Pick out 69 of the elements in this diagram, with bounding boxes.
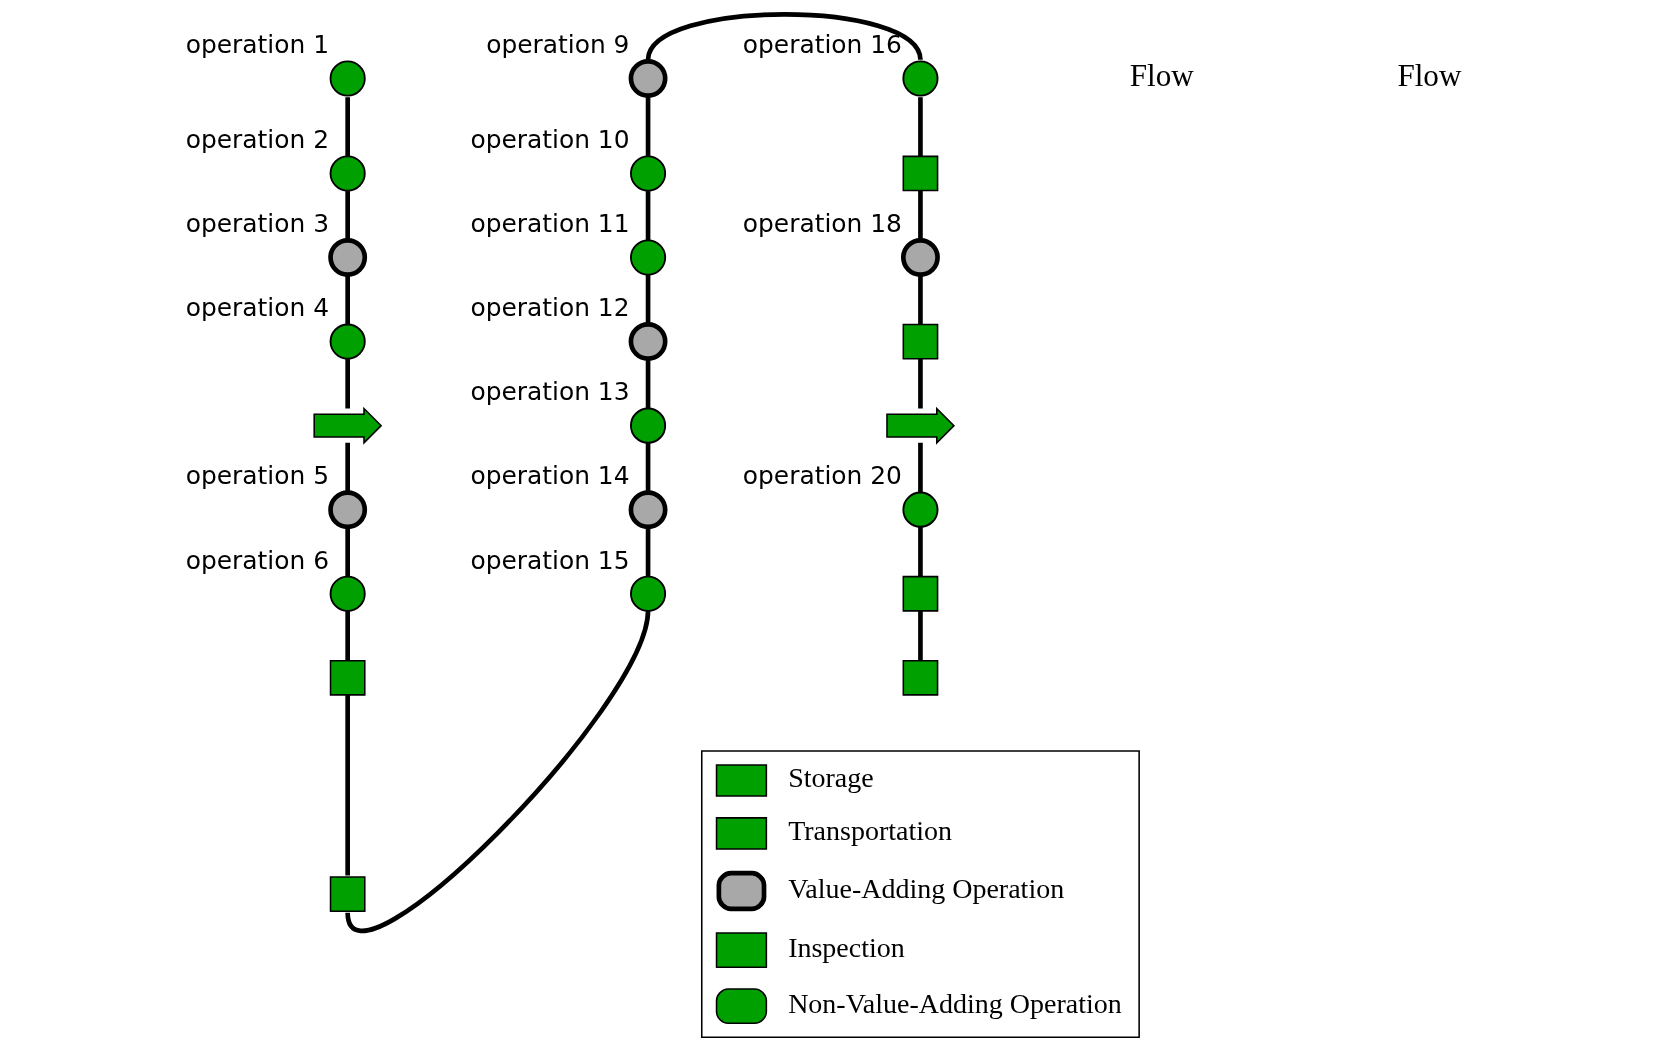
node-circle xyxy=(628,490,667,530)
node-label: operation 20 xyxy=(742,461,902,491)
node-label: operation 18 xyxy=(742,209,902,239)
connector xyxy=(917,526,923,577)
connector xyxy=(344,97,350,157)
connector xyxy=(645,442,650,493)
label: Flow xyxy=(1396,58,1461,94)
node-circle xyxy=(329,575,366,612)
node-label: operation 15 xyxy=(469,545,630,575)
node-box xyxy=(902,323,938,360)
legend-label: Value-Adding Operation xyxy=(787,872,1064,904)
connector xyxy=(917,442,923,493)
legend-label: Inspection xyxy=(787,932,905,964)
connector xyxy=(645,358,650,409)
node-circle xyxy=(901,491,938,528)
connector xyxy=(645,97,650,157)
connector xyxy=(645,526,650,577)
connector xyxy=(645,274,650,325)
connector xyxy=(344,358,350,409)
connector xyxy=(917,358,923,409)
node-label: operation 9 xyxy=(485,30,629,60)
node-circle xyxy=(329,155,366,192)
connector xyxy=(344,274,350,325)
connector xyxy=(917,610,923,661)
legend-label: Storage xyxy=(787,762,874,794)
node-label: operation 12 xyxy=(469,293,630,323)
node-circle xyxy=(327,238,367,277)
node-box xyxy=(329,876,366,913)
node-label: operation 13 xyxy=(469,377,630,407)
node-label: operation 11 xyxy=(469,209,630,239)
node-arrow xyxy=(312,406,382,445)
node-circle xyxy=(628,322,667,362)
node-label: operation 5 xyxy=(185,461,329,491)
label: Flow xyxy=(1129,58,1194,94)
node-circle xyxy=(329,323,366,360)
node-circle xyxy=(629,407,666,444)
connector xyxy=(645,12,923,61)
connector xyxy=(917,190,923,241)
node-circle xyxy=(629,575,666,612)
node-circle xyxy=(901,60,938,97)
node-box xyxy=(902,659,938,696)
node-circle xyxy=(629,155,666,192)
legend-label: Non-Value-Adding Operation xyxy=(787,988,1122,1020)
connector xyxy=(344,442,350,493)
connector xyxy=(344,610,350,661)
connector xyxy=(645,190,650,241)
node-circle xyxy=(628,59,667,98)
node-label: operation 14 xyxy=(469,461,630,491)
node-box xyxy=(329,659,366,696)
connector xyxy=(917,274,923,325)
node-label: operation 16 xyxy=(742,30,902,60)
node-circle xyxy=(629,239,666,276)
connector xyxy=(344,190,350,241)
node-circle xyxy=(327,490,367,530)
node-box xyxy=(902,155,938,192)
node-box xyxy=(902,575,938,612)
connector xyxy=(344,526,350,577)
legend-label: Transportation xyxy=(787,815,952,847)
node-circle xyxy=(900,238,940,277)
node-label: operation 3 xyxy=(185,209,329,239)
node-label: operation 4 xyxy=(185,293,329,323)
connector xyxy=(917,97,923,157)
node-circle xyxy=(329,60,366,97)
node-label: operation 1 xyxy=(185,30,329,60)
connector xyxy=(344,694,350,876)
node-label: operation 6 xyxy=(185,545,329,575)
node-label: operation 2 xyxy=(185,125,329,155)
node-arrow xyxy=(885,406,955,445)
node-label: operation 10 xyxy=(469,125,630,155)
